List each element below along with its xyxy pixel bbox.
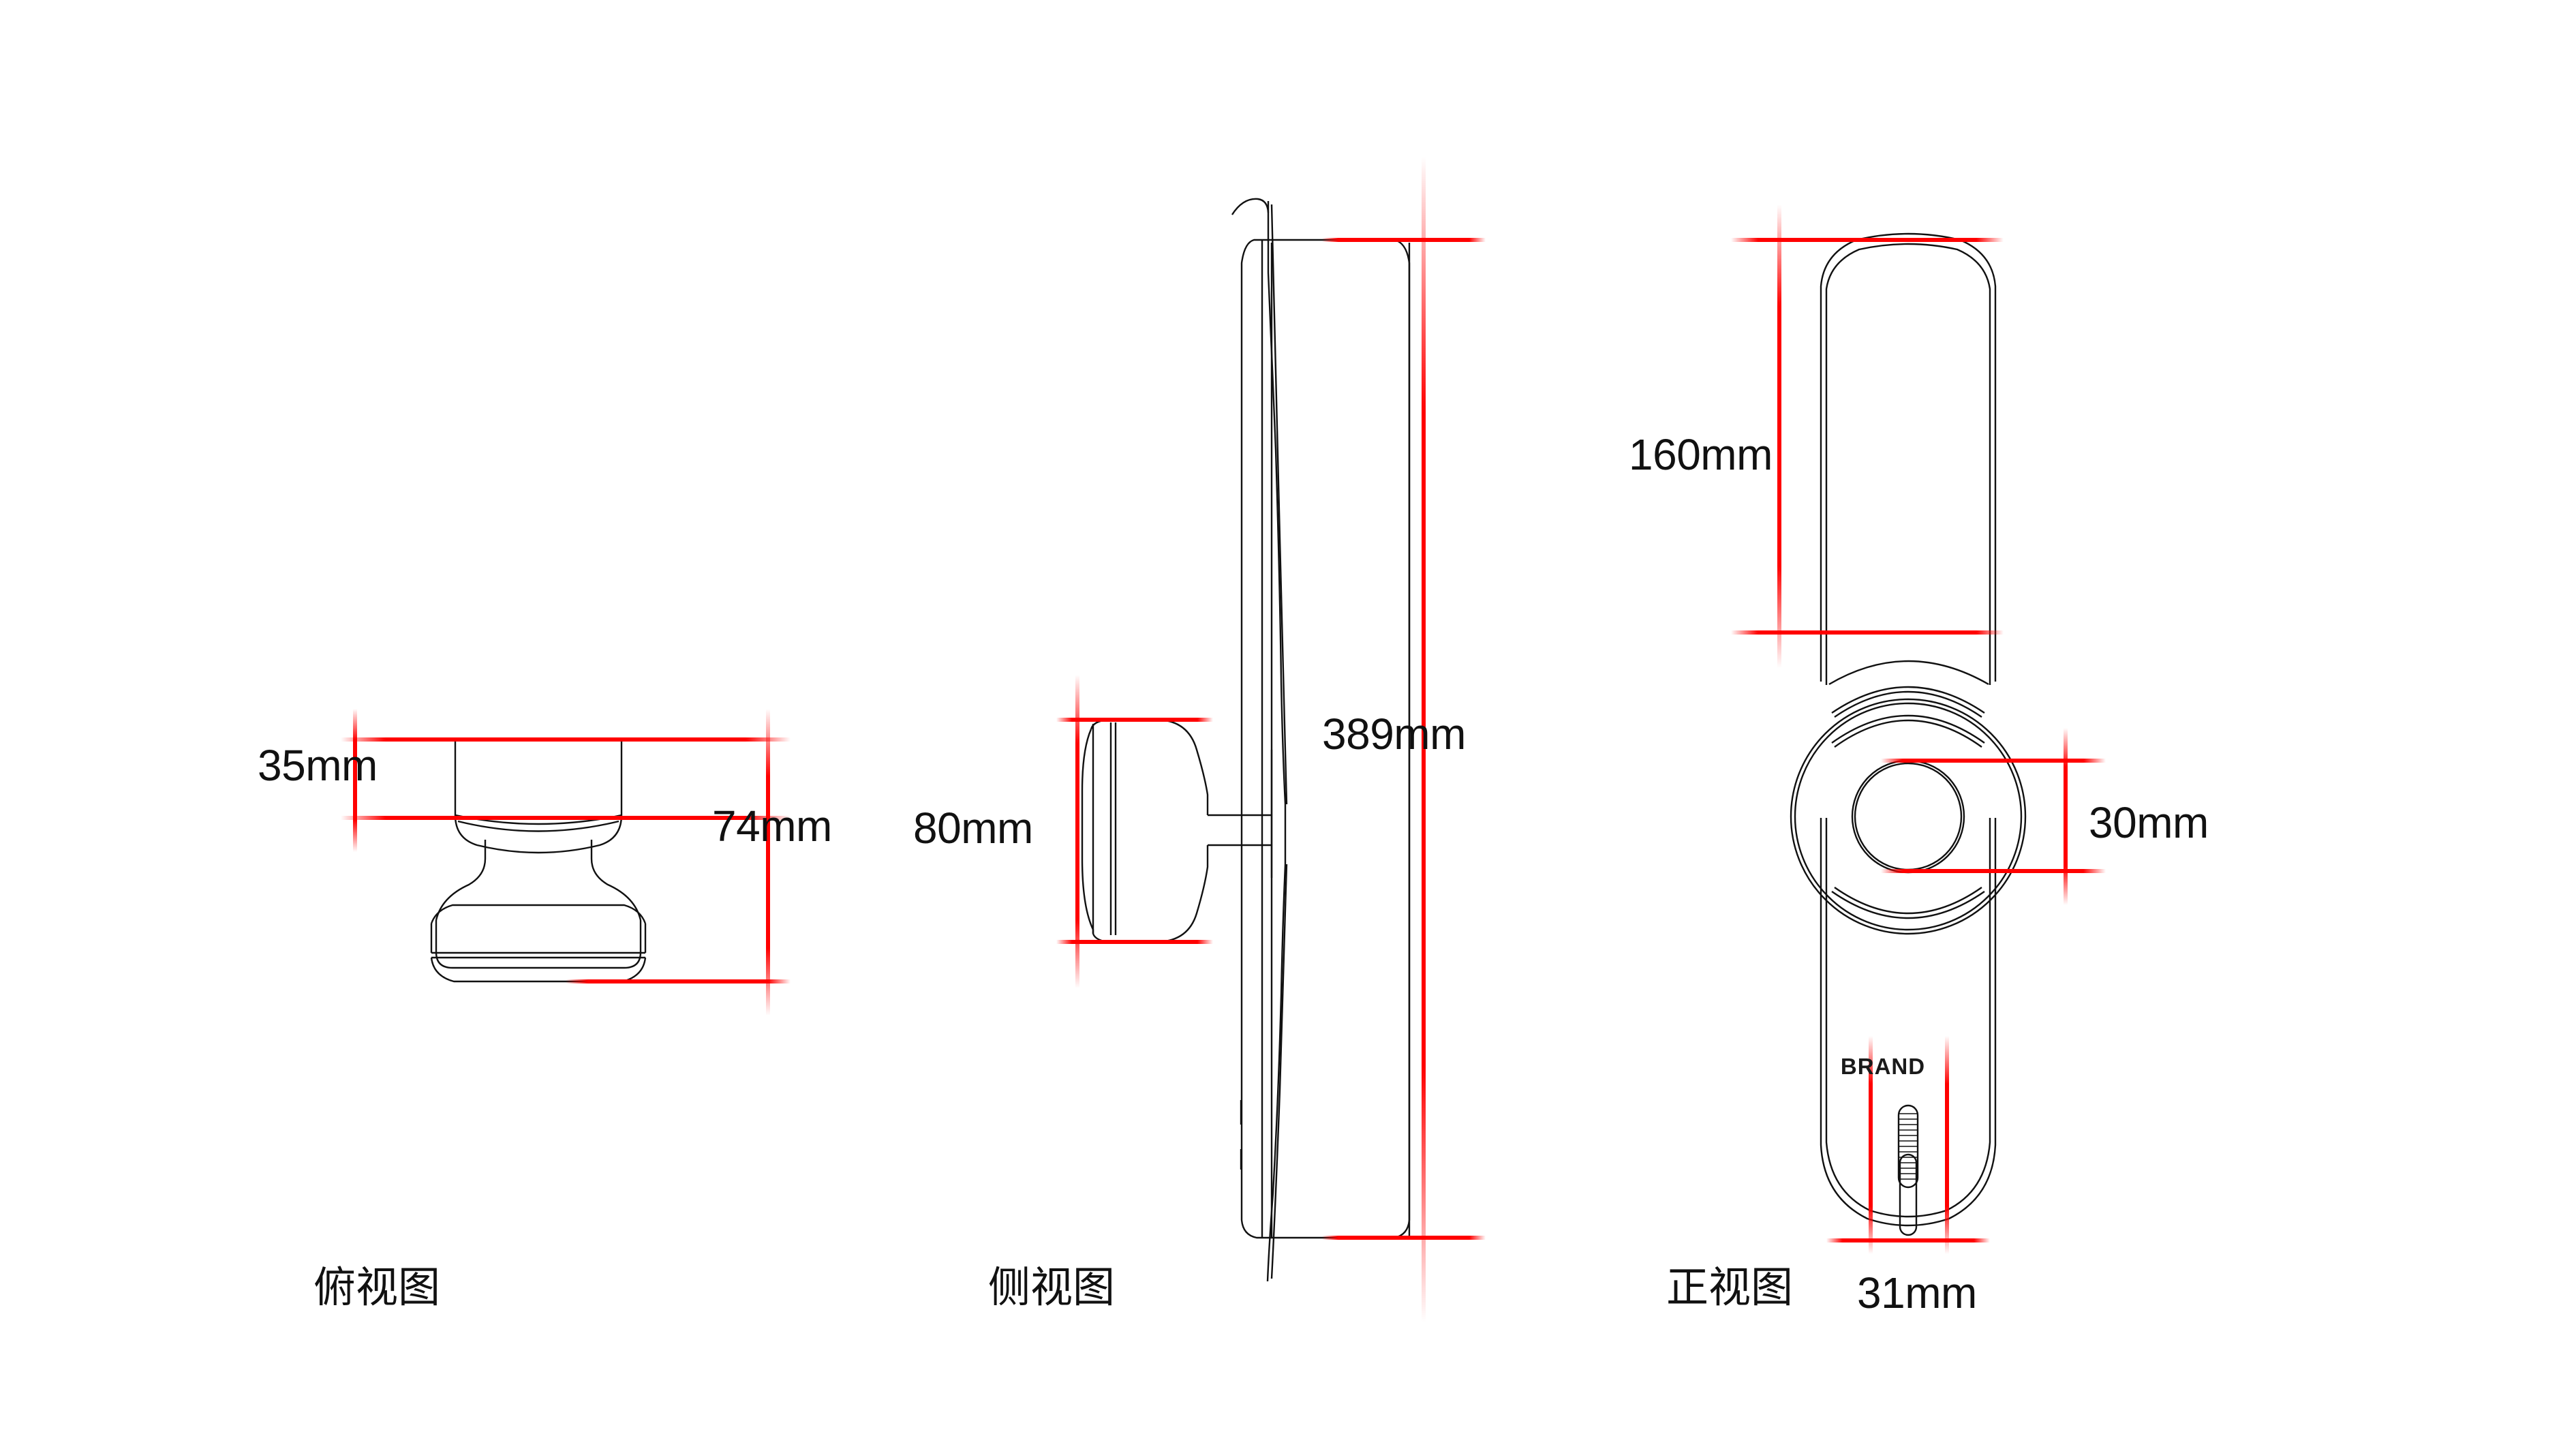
dim-witness-side-80 bbox=[1075, 675, 1079, 988]
dim-label-front-30mm: 30mm bbox=[2089, 798, 2209, 847]
dim-witness-front-30 bbox=[2064, 728, 2068, 905]
dim-line-bore-top bbox=[1881, 759, 2106, 763]
dim-line-front-31 bbox=[1826, 1238, 1990, 1242]
dim-line-body-bottom bbox=[566, 979, 791, 983]
dim-line-top-cap bbox=[341, 737, 791, 742]
side-view-dimension-lines bbox=[1056, 157, 1486, 1322]
view-label-top: 俯视图 bbox=[313, 1262, 441, 1312]
dim-witness-side-389 bbox=[1422, 157, 1426, 1322]
dim-witness-left-35 bbox=[353, 709, 357, 852]
top-view-dimension-lines bbox=[341, 709, 791, 1016]
dim-line-body-top bbox=[1322, 238, 1486, 242]
dim-label-front-31mm: 31mm bbox=[1857, 1268, 1977, 1317]
dim-line-front-arm-bottom bbox=[1731, 630, 2004, 635]
dim-label-front-160mm: 160mm bbox=[1629, 430, 1773, 479]
front-view-dimension-lines bbox=[1731, 204, 2106, 1254]
view-label-front: 正视图 bbox=[1666, 1262, 1794, 1312]
dim-label-top-35mm: 35mm bbox=[258, 741, 378, 790]
dim-line-bore-bottom bbox=[1881, 869, 2106, 873]
dim-line-cap-bottom bbox=[341, 816, 791, 820]
dim-line-side-bottom bbox=[1056, 940, 1213, 944]
product-brand-marking: BRAND bbox=[1840, 1054, 1926, 1079]
front-view-geometry bbox=[1790, 232, 2027, 1236]
dim-witness-right-74 bbox=[766, 709, 770, 1016]
dim-witness-front-160 bbox=[1777, 204, 1781, 668]
dim-witness-front-31-left bbox=[1869, 1036, 1873, 1254]
view-label-side: 侧视图 bbox=[988, 1262, 1116, 1312]
dim-label-side-389mm: 389mm bbox=[1322, 710, 1466, 759]
dim-label-top-74mm: 74mm bbox=[712, 802, 832, 851]
dim-label-side-80mm: 80mm bbox=[913, 804, 1033, 853]
dim-line-side-top bbox=[1056, 718, 1213, 722]
dim-line-body-base bbox=[1322, 1236, 1486, 1240]
top-view-geometry bbox=[430, 738, 647, 983]
dim-witness-front-31-right bbox=[1945, 1036, 1949, 1254]
dim-line-front-arm-top bbox=[1731, 238, 2004, 242]
